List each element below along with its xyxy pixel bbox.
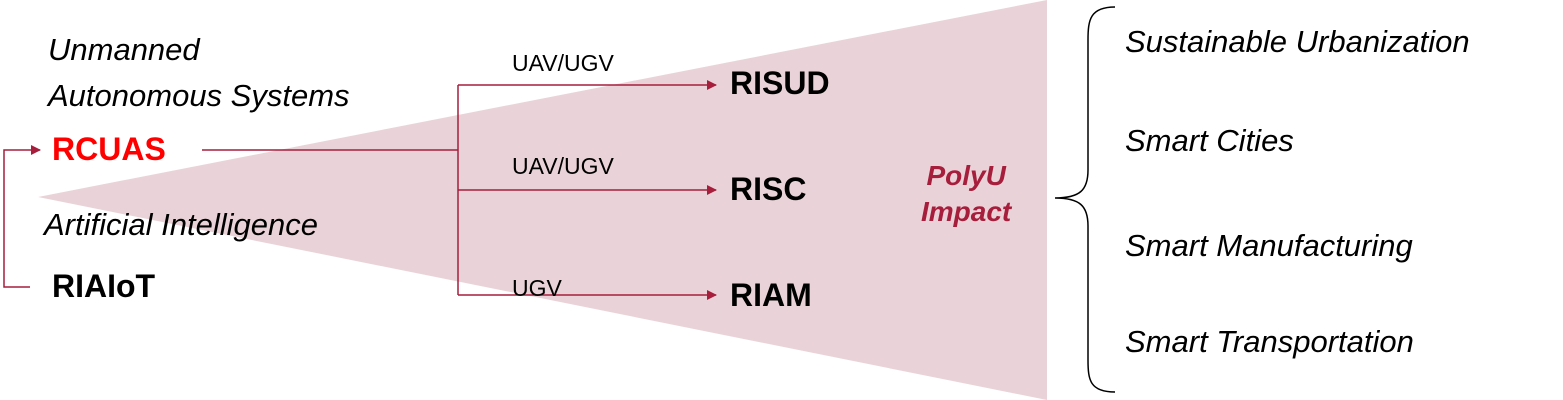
edge-label-risc: UAV/UGV [512,153,614,179]
riam-label: RIAM [730,277,812,313]
risud-label: RISUD [730,65,830,101]
impact-cone [38,0,1047,400]
impact-label: PolyU Impact [921,158,1011,231]
outcome-sustainable-urbanization: Sustainable Urbanization [1125,24,1470,59]
feedback-connector [3,145,41,288]
risc-label: RISC [730,171,807,207]
edge-label-riam: UGV [512,275,562,301]
uas-caption-line1: Unmanned [48,32,200,67]
impact-line1: PolyU [926,160,1006,191]
uas-caption-line2: Autonomous Systems [48,78,350,113]
edge-label-risud: UAV/UGV [512,50,614,76]
outcome-smart-cities: Smart Cities [1125,123,1294,158]
rcuas-label: RCUAS [52,131,166,167]
ai-caption: Artificial Intelligence [44,207,318,242]
outcome-smart-manufacturing: Smart Manufacturing [1125,228,1413,263]
impact-line2: Impact [921,196,1012,228]
outcomes-brace [1054,6,1116,393]
outcome-smart-transportation: Smart Transportation [1125,324,1414,359]
riaiot-label: RIAIoT [52,268,156,304]
